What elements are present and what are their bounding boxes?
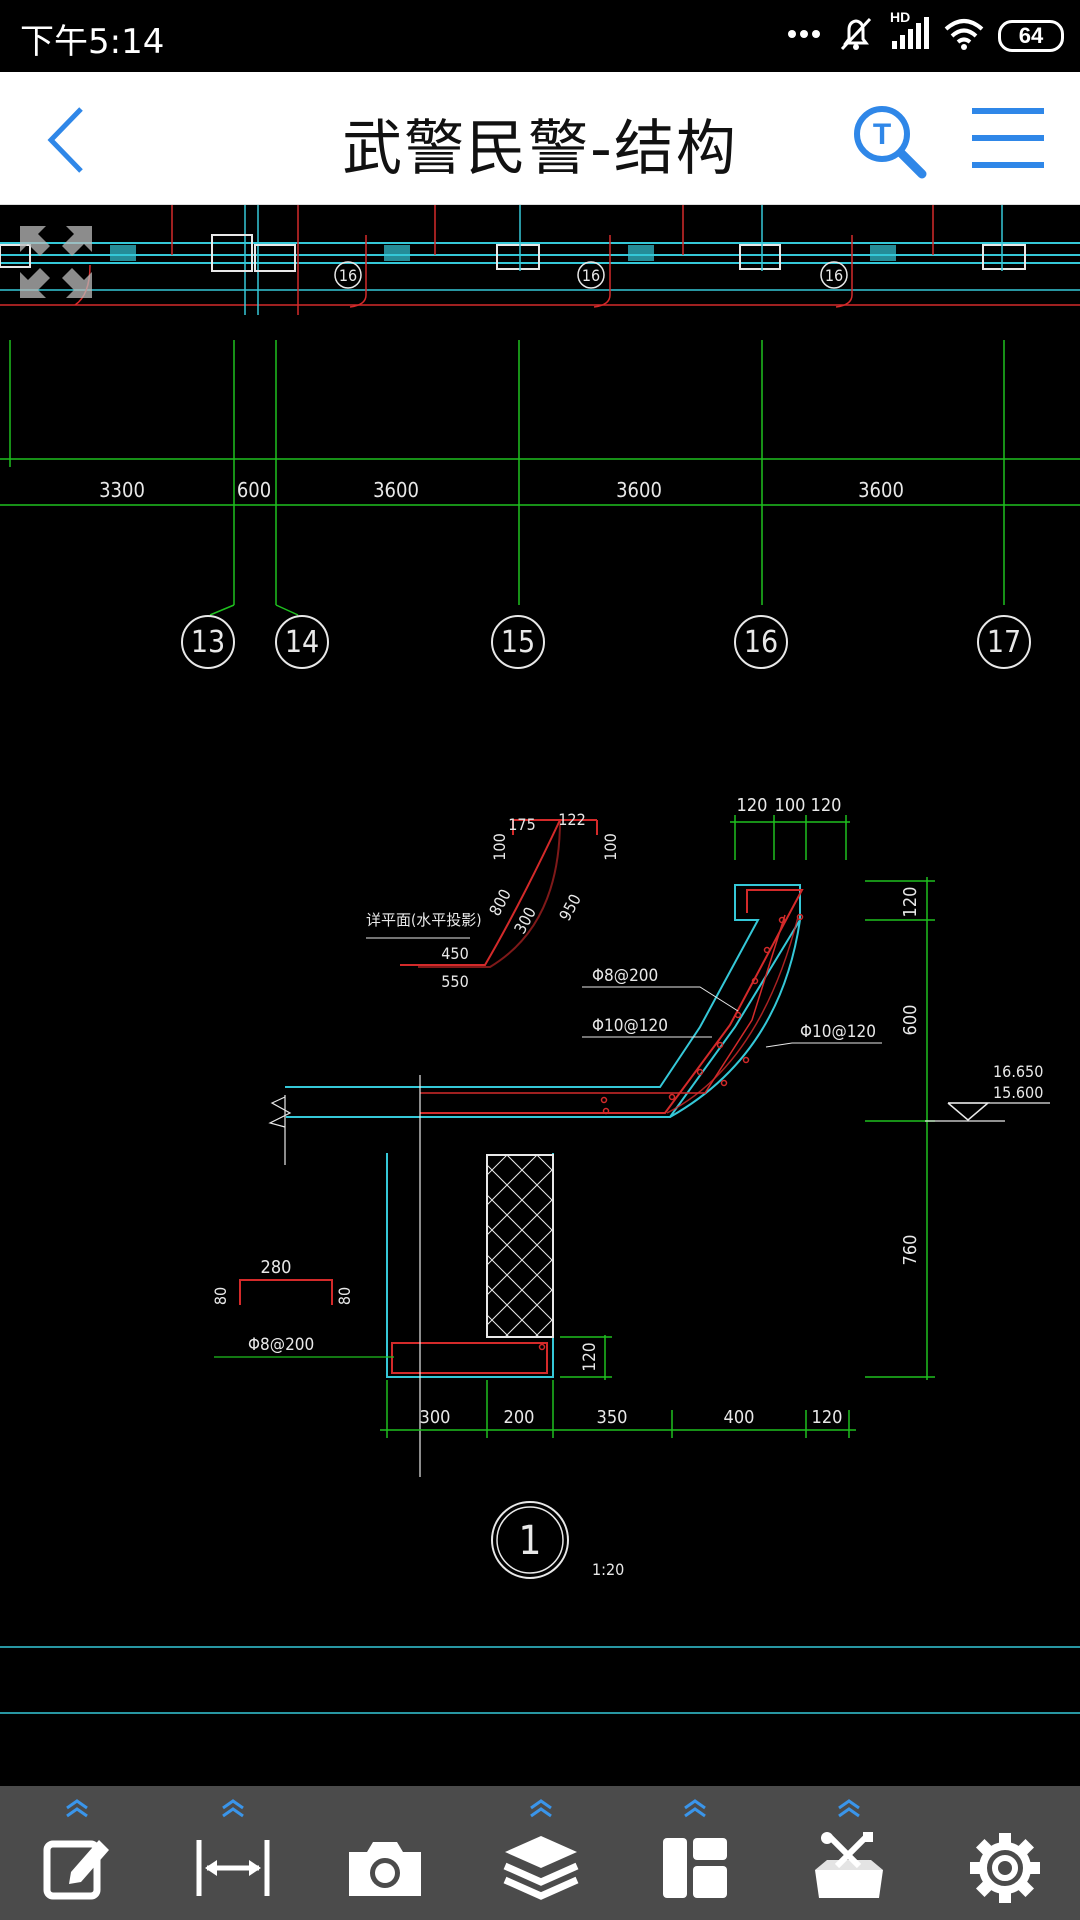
axis-bubbles: 13 14 15 16 17 (181, 615, 1031, 669)
svg-text:15.600: 15.600 (993, 1083, 1043, 1102)
measure-tool-button[interactable] (178, 1794, 288, 1914)
chevron-up-icon (530, 1799, 552, 1818)
measure-icon (196, 1840, 270, 1896)
menu-button[interactable] (972, 106, 1044, 170)
signal-icon: HD (890, 9, 930, 56)
camera-icon (349, 1842, 421, 1896)
camera-tool-button[interactable] (330, 1794, 440, 1914)
chevron-up-icon (684, 1799, 706, 1818)
svg-text:16: 16 (825, 266, 843, 285)
svg-text:122: 122 (558, 810, 585, 829)
svg-text:T: T (873, 118, 891, 151)
chevron-up-icon (222, 1799, 244, 1818)
dim-600: 600 (237, 478, 271, 502)
layers-icon (503, 1836, 579, 1900)
svg-text:200: 200 (504, 1407, 535, 1428)
dim-3600-c: 3600 (858, 478, 904, 502)
axis-dimensions: 3300 600 3600 3600 3600 (0, 340, 1080, 616)
svg-text:120: 120 (812, 1407, 843, 1428)
svg-text:950: 950 (555, 891, 585, 924)
axis-label-14: 14 (285, 625, 319, 660)
svg-text:350: 350 (597, 1407, 628, 1428)
fullscreen-button[interactable] (16, 222, 96, 302)
svg-text:300: 300 (420, 1407, 451, 1428)
axis-label-16: 16 (744, 625, 778, 660)
svg-text:120: 120 (900, 887, 921, 918)
back-button[interactable] (30, 100, 100, 180)
layout-tool-button[interactable] (640, 1794, 750, 1914)
wifi-icon (944, 17, 984, 56)
svg-text:550: 550 (441, 972, 468, 991)
mute-bell-icon (836, 15, 876, 58)
svg-text:100: 100 (775, 795, 806, 816)
detail-scale: 1:20 (592, 1560, 624, 1579)
svg-text:600: 600 (900, 1005, 921, 1036)
toolbox-tool-button[interactable] (794, 1794, 904, 1914)
settings-tool-button[interactable] (950, 1794, 1060, 1914)
section-detail: 120 100 120 120 600 760 16.650 15.600 Φ8… (211, 795, 1050, 1579)
svg-text:450: 450 (441, 944, 468, 963)
svg-text:80: 80 (211, 1287, 230, 1305)
axis-label-17: 17 (987, 625, 1021, 660)
title-bar: 武警民警-结构 T (0, 72, 1080, 205)
cad-drawing[interactable]: 16 16 16 3300 600 3600 3600 3600 (0, 205, 1080, 1785)
page-title: 武警民警-结构 (342, 114, 738, 184)
network-label: HD (890, 8, 911, 25)
svg-text:300: 300 (510, 904, 540, 937)
svg-text:120: 120 (580, 1342, 600, 1371)
svg-text:Φ10@120: Φ10@120 (800, 1022, 876, 1042)
drawing-canvas[interactable]: 16 16 16 3300 600 3600 3600 3600 (0, 205, 1080, 1785)
gear-icon (970, 1833, 1040, 1903)
svg-text:280: 280 (261, 1257, 292, 1278)
detail-number: 1 (519, 1518, 542, 1564)
chevron-left-icon (47, 107, 83, 173)
svg-text:Φ10@120: Φ10@120 (592, 1016, 668, 1036)
svg-text:175: 175 (508, 815, 535, 834)
edit-icon (43, 1840, 109, 1900)
svg-text:16: 16 (582, 266, 600, 285)
toolbox-icon (815, 1832, 883, 1898)
svg-text:80: 80 (335, 1287, 354, 1305)
text-search-button[interactable]: T (850, 102, 930, 182)
dim-3600-b: 3600 (616, 478, 662, 502)
svg-text:100: 100 (601, 833, 620, 860)
axis-label-13: 13 (191, 625, 225, 660)
bottom-toolbar (0, 1786, 1080, 1920)
layout-icon (663, 1838, 727, 1898)
svg-text:120: 120 (811, 795, 842, 816)
svg-text:16: 16 (339, 266, 357, 285)
svg-text:详平面(水平投影): 详平面(水平投影) (366, 911, 482, 929)
svg-text:120: 120 (737, 795, 768, 816)
axis-label-15: 15 (501, 625, 535, 660)
status-icons: HD 64 (786, 9, 1064, 56)
edit-tool-button[interactable] (22, 1794, 132, 1914)
svg-text:800: 800 (485, 886, 515, 919)
dim-3300: 3300 (99, 478, 145, 502)
chevron-up-icon (66, 1799, 88, 1818)
svg-text:100: 100 (490, 833, 509, 860)
status-time: 下午5:14 (20, 22, 165, 62)
svg-text:16.650: 16.650 (993, 1062, 1043, 1081)
plan-strip: 16 16 16 (0, 205, 1080, 315)
svg-text:760: 760 (900, 1235, 921, 1266)
dim-3600-a: 3600 (373, 478, 419, 502)
layers-tool-button[interactable] (486, 1794, 596, 1914)
hamburger-icon (972, 108, 1044, 168)
battery-indicator: 64 (998, 20, 1064, 52)
svg-text:400: 400 (724, 1407, 755, 1428)
status-bar: 下午5:14 HD 64 (0, 0, 1080, 72)
text-search-icon: T (854, 106, 927, 179)
svg-text:Φ8@200: Φ8@200 (248, 1335, 314, 1355)
bent-bar-sketch: 175 122 100 100 800 300 950 450 550 详平面(… (366, 810, 620, 991)
expand-icon (20, 226, 92, 298)
svg-text:Φ8@200: Φ8@200 (592, 966, 658, 986)
chevron-up-icon (838, 1799, 860, 1818)
more-dots-icon (786, 27, 822, 45)
